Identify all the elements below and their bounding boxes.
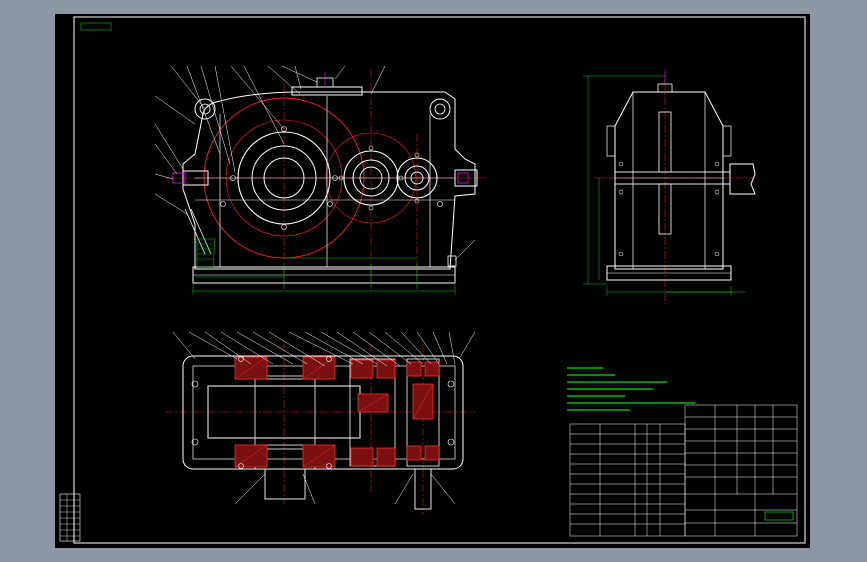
left-strip-box	[59, 493, 81, 542]
front-view	[154, 65, 485, 295]
drawing-border	[73, 16, 806, 544]
title-block	[684, 404, 798, 537]
technical-notes	[567, 367, 695, 411]
drawing-canvas[interactable]	[55, 14, 810, 548]
title-block-label-box	[764, 511, 794, 521]
cad-drawing	[59, 16, 806, 544]
parts-list-table	[569, 423, 686, 537]
title-tag-box	[80, 22, 112, 31]
top-section-view	[165, 331, 476, 514]
side-view	[583, 69, 756, 304]
